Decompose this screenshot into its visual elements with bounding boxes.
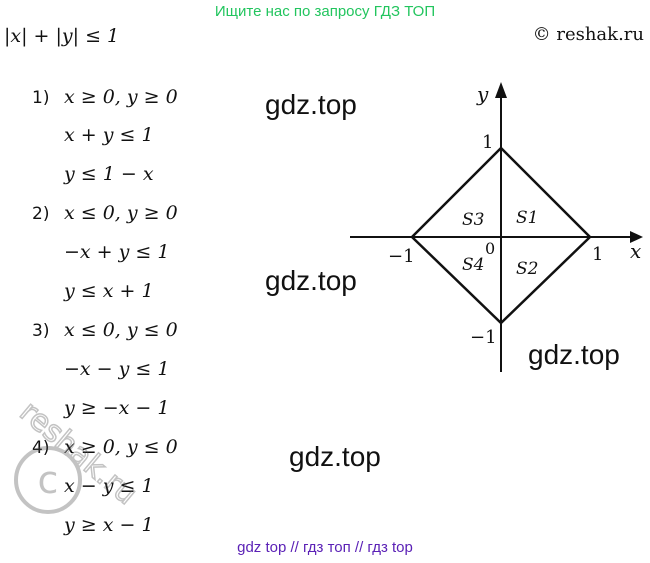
- region-s3: S3: [462, 210, 484, 230]
- case-inequality: −x + y ≤ 1: [64, 241, 170, 263]
- case-condition: x ≤ 0, y ≥ 0: [64, 202, 178, 224]
- case-1: 1): [32, 88, 49, 108]
- tick-x-pos: 1: [592, 244, 603, 265]
- case-inequality: −x − y ≤ 1: [64, 358, 170, 380]
- gdz-watermark: gdz.top: [528, 339, 620, 370]
- y-axis-label: y: [476, 82, 489, 106]
- tick-y-neg: −1: [470, 327, 497, 348]
- problem-formula: |x| + |y| ≤ 1: [4, 25, 120, 47]
- gdz-watermark: gdz.top: [289, 441, 381, 472]
- region-s1: S1: [516, 208, 538, 228]
- case-number: 4): [32, 438, 50, 458]
- copyright-notice: © reshak.ru: [532, 24, 644, 45]
- origin-label: 0: [485, 239, 495, 258]
- svg-text:c: c: [38, 458, 59, 502]
- case-condition: x ≥ 0, y ≥ 0: [64, 86, 178, 108]
- region-s4: S4: [462, 255, 484, 275]
- case-3: 3): [32, 321, 49, 341]
- case-number: 1): [32, 88, 50, 108]
- reshak-watermark: c reshak.ru: [12, 394, 138, 514]
- tick-y-pos: 1: [482, 132, 493, 153]
- case-number: 3): [32, 321, 50, 341]
- case-solution: y ≤ 1 − x: [64, 163, 154, 185]
- tick-x-neg: −1: [388, 246, 415, 267]
- bottom-banner: gdz top // гдз топ // гдз top: [237, 539, 413, 556]
- y-axis-arrow: [495, 82, 507, 98]
- diamond-graph: y x 1 1 −1 −1 0 S3 S1 S4 S2: [350, 82, 643, 372]
- case-inequality: x − y ≤ 1: [64, 475, 154, 497]
- case-solution: y ≤ x + 1: [64, 280, 154, 302]
- gdz-watermark: gdz.top: [265, 265, 357, 296]
- x-axis-arrow: [630, 231, 643, 243]
- case-2: 2): [32, 204, 49, 224]
- top-banner: Ищите нас по запросу ГДЗ ТОП: [214, 3, 436, 20]
- case-4: 4): [32, 438, 49, 458]
- case-number: 2): [32, 204, 50, 224]
- diamond-region: [410, 146, 592, 325]
- case-solution: y ≥ −x − 1: [64, 397, 170, 419]
- x-axis-label: x: [630, 239, 641, 263]
- case-solution: y ≥ x − 1: [64, 514, 154, 536]
- case-condition: x ≤ 0, y ≤ 0: [64, 319, 178, 341]
- case-condition: x ≥ 0, y ≤ 0: [64, 436, 178, 458]
- region-s2: S2: [516, 259, 538, 279]
- case-inequality: x + y ≤ 1: [64, 124, 154, 146]
- gdz-watermark: gdz.top: [265, 89, 357, 120]
